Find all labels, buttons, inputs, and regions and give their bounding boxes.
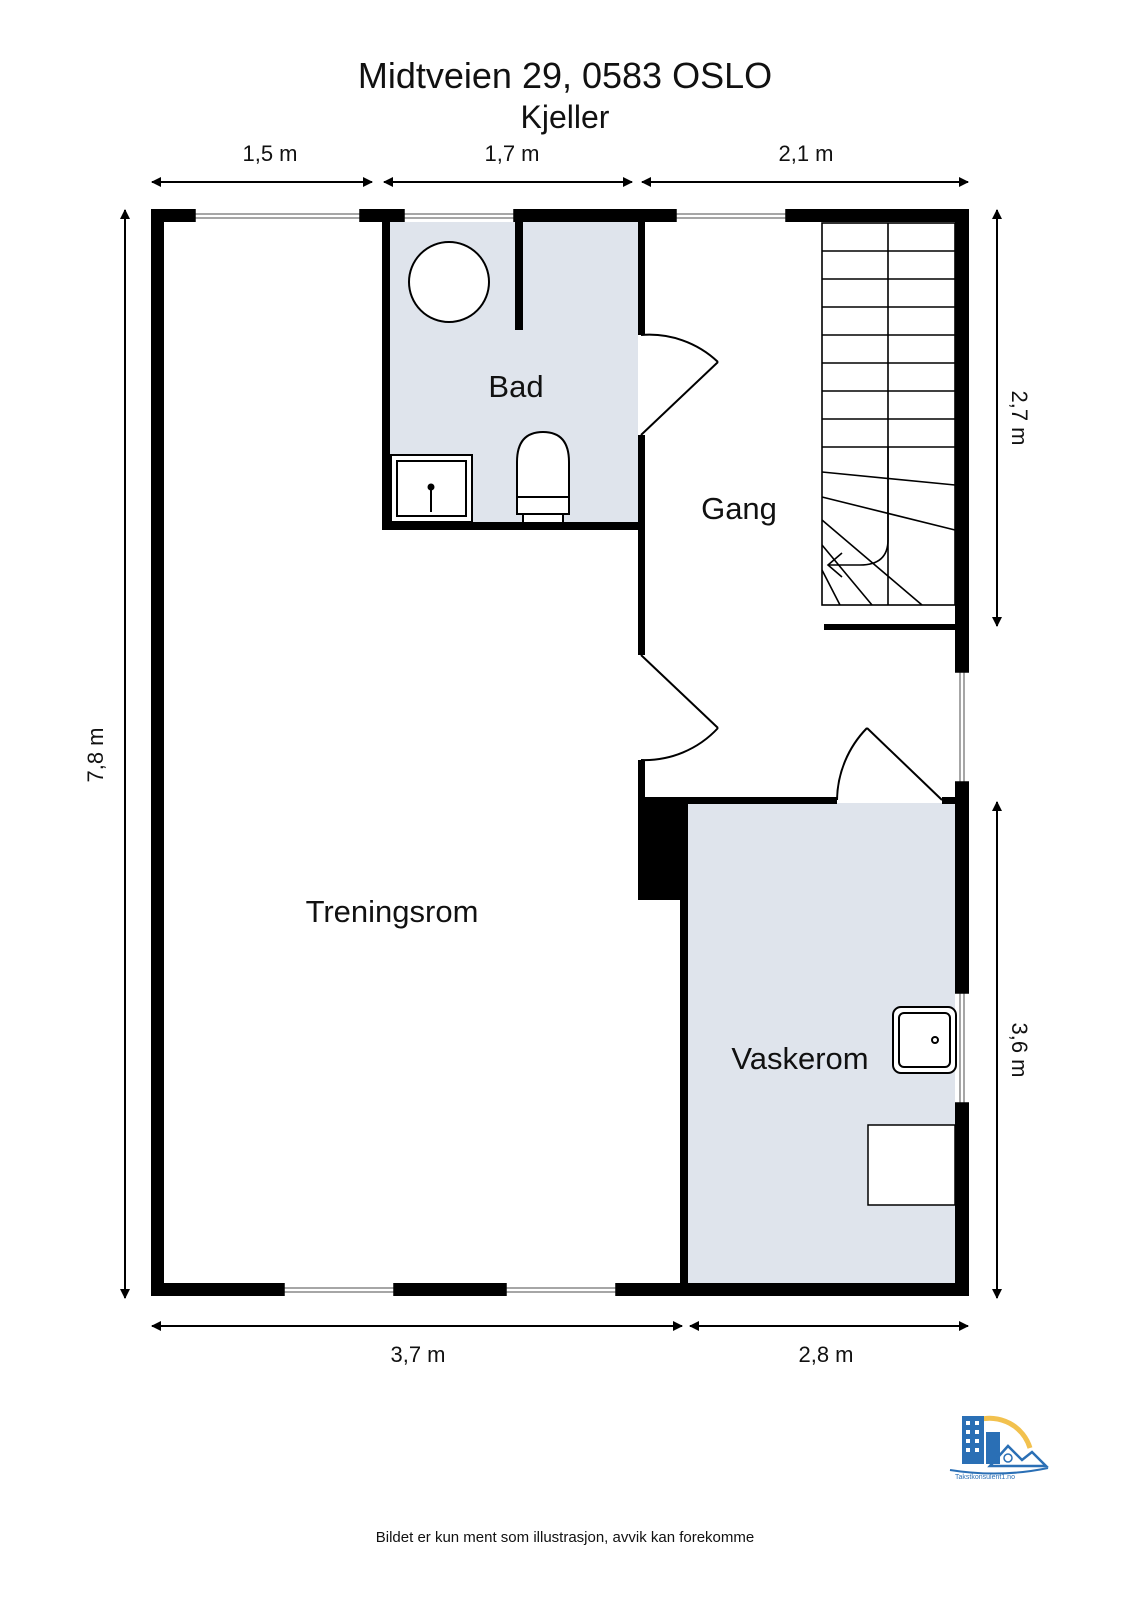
plan-subtitle: Kjeller (521, 99, 610, 135)
dim-label-right-upper: 2,7 m (1007, 390, 1032, 445)
toilet (516, 430, 570, 524)
staircase (821, 222, 956, 606)
room-label-treningsrom: Treningsrom (306, 894, 479, 929)
window-right-1 (955, 671, 969, 783)
sink (390, 454, 473, 523)
room-label-bad: Bad (488, 369, 543, 404)
dim-label-left: 7,8 m (83, 727, 108, 782)
window-bottom-2 (505, 1283, 617, 1296)
window-top-1 (194, 209, 361, 222)
window-top-2 (403, 209, 515, 222)
shower-circle (408, 241, 490, 323)
window-top-3 (675, 209, 787, 222)
dim-label-top-right: 2,1 m (778, 141, 833, 166)
logo-text: Takstkonsulent1.no (955, 1474, 1015, 1481)
doors (640, 333, 943, 801)
door-treningsrom (640, 654, 719, 762)
vaskerom-fixtures (867, 1006, 957, 1206)
room-label-vaskerom: Vaskerom (731, 1041, 868, 1076)
disclaimer-text: Bildet er kun ment som illustrasjon, avv… (376, 1529, 754, 1546)
washing-machine (867, 1124, 956, 1206)
dim-label-right-lower: 3,6 m (1007, 1022, 1032, 1077)
dim-label-bottom-left: 3,7 m (390, 1342, 445, 1367)
dim-label-top-left: 1,5 m (242, 141, 297, 166)
dimension-lines (120, 177, 1002, 1331)
door-vaskerom (836, 727, 943, 801)
dim-label-top-middle: 1,7 m (484, 141, 539, 166)
company-logo: Takstkonsulent1.no (949, 1415, 1050, 1481)
window-bottom-1 (283, 1283, 395, 1296)
windows (194, 209, 969, 1296)
door-bad (640, 333, 719, 436)
room-label-gang: Gang (701, 491, 777, 526)
dim-label-bottom-right: 2,8 m (798, 1342, 853, 1367)
bad-fixtures (390, 241, 570, 524)
utility-sink (892, 1006, 957, 1074)
plan-title: Midtveien 29, 0583 OSLO (358, 55, 772, 96)
interior-walls (382, 209, 961, 1295)
window-right-2 (955, 992, 969, 1104)
